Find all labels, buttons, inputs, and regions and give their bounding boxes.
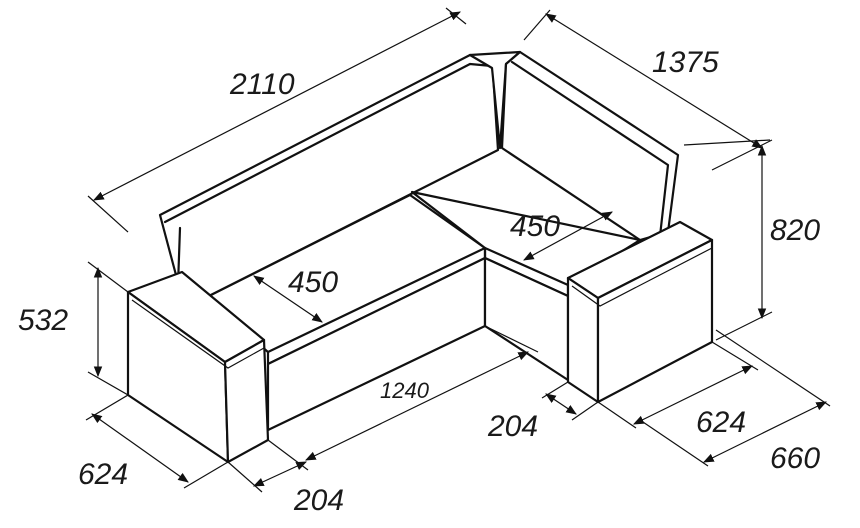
label-side-length: 1375 — [652, 46, 719, 79]
label-armrest-height: 532 — [18, 304, 68, 337]
label-inner-length: 1240 — [380, 378, 430, 403]
dimension-labels: 2110 1375 820 450 450 532 1240 204 624 6… — [18, 46, 820, 517]
right-armrest-front — [566, 276, 600, 404]
label-armrest-depth-left: 624 — [78, 458, 128, 491]
label-armrest-width-right: 204 — [487, 410, 538, 443]
label-seat-depth-left: 450 — [288, 266, 338, 299]
label-armrest-depth-right: 624 — [696, 406, 746, 439]
label-overall-depth: 660 — [770, 442, 820, 475]
dimension-lines — [85, 7, 831, 493]
label-armrest-width-left: 204 — [293, 484, 344, 517]
label-total-length: 2110 — [229, 68, 295, 101]
label-seat-depth-right: 450 — [510, 210, 560, 243]
label-back-height: 820 — [770, 214, 820, 247]
